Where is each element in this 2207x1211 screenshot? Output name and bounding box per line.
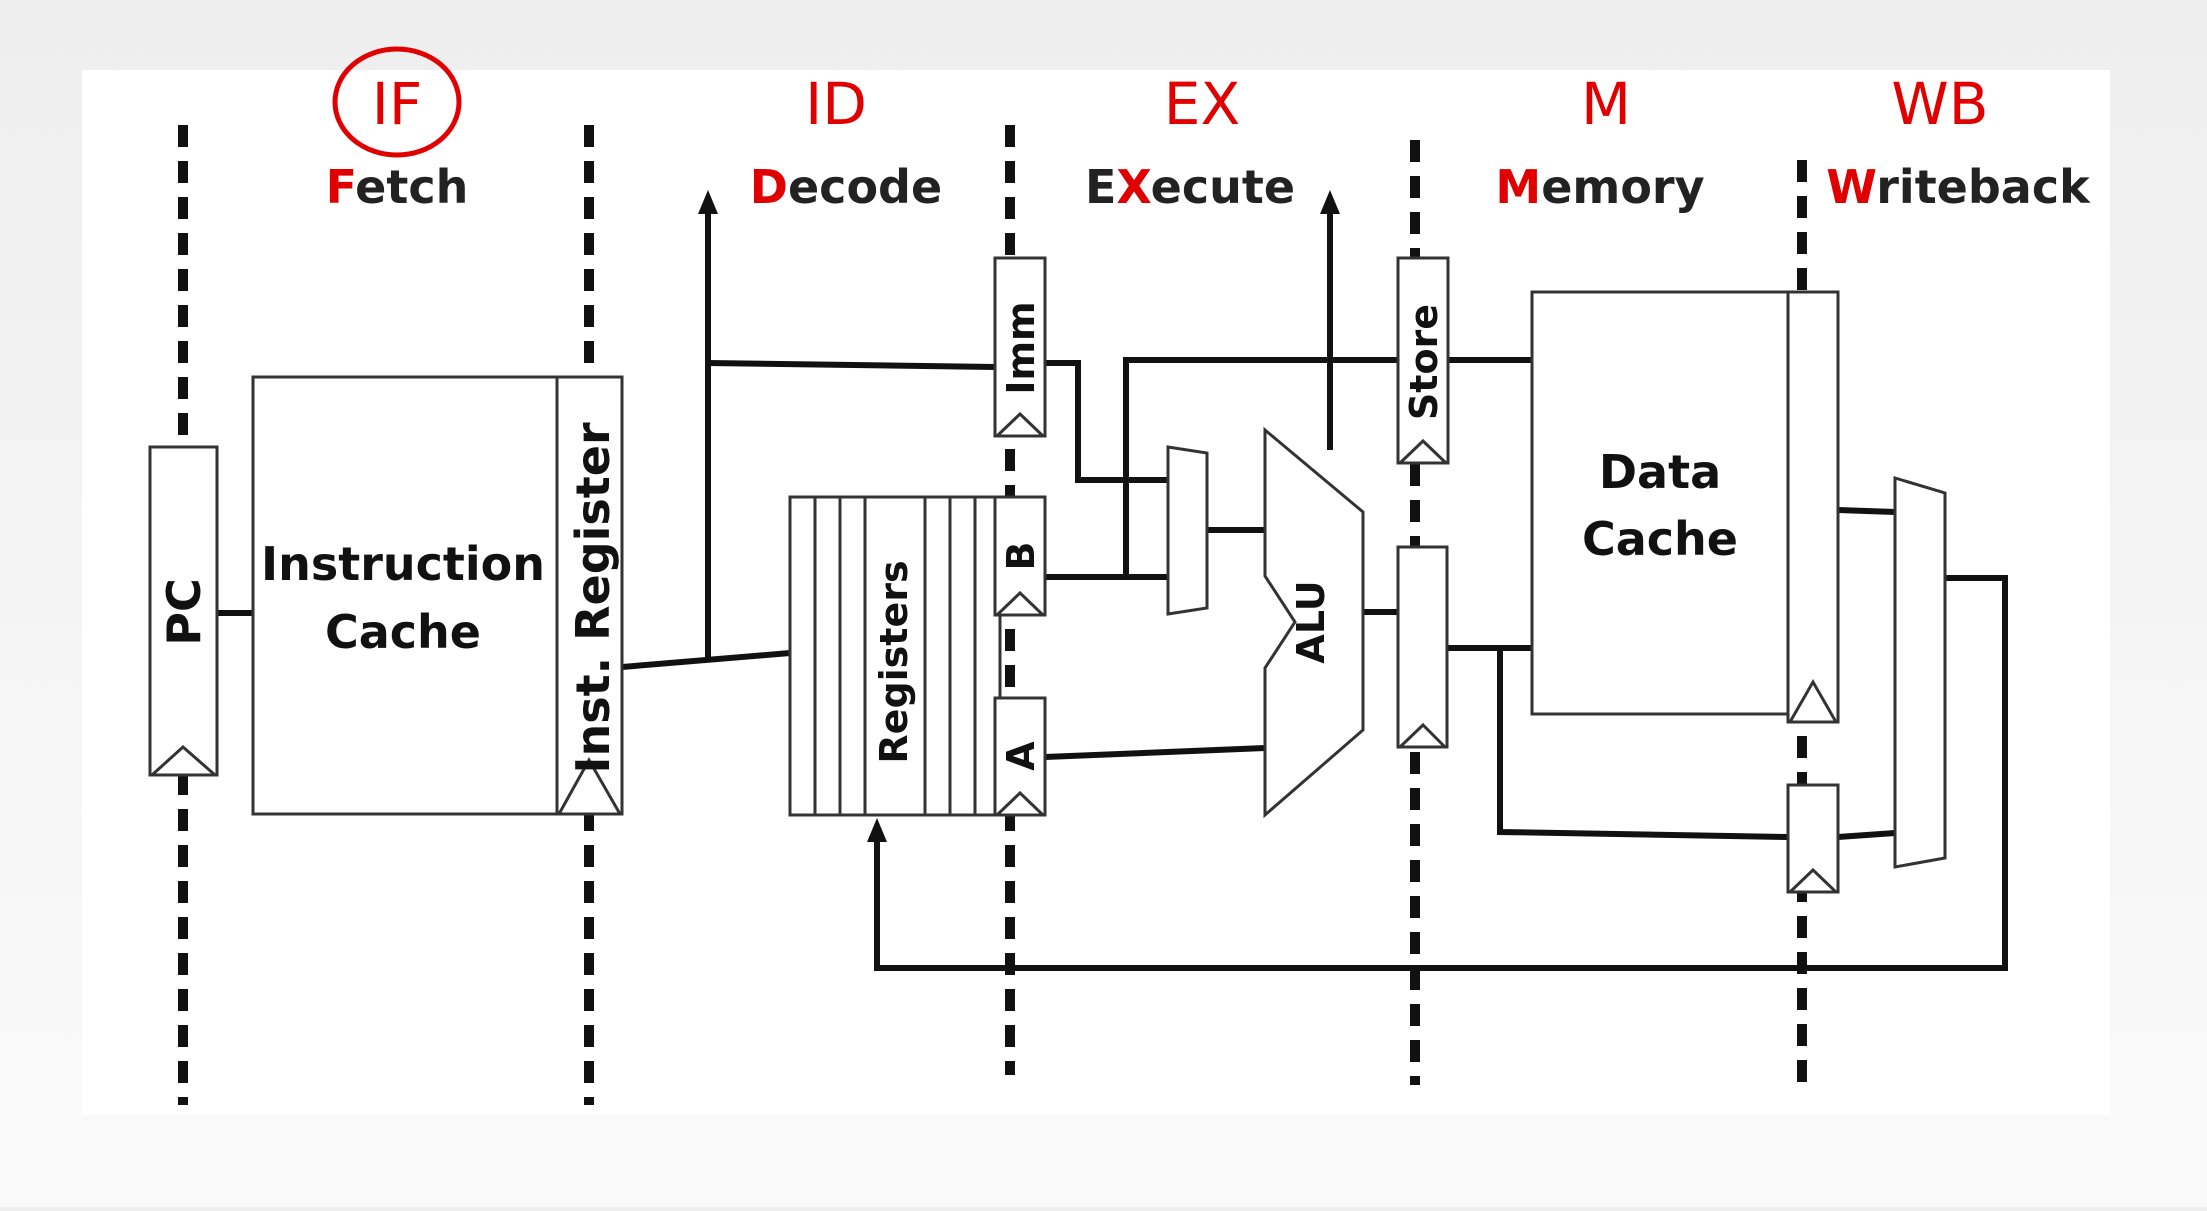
- wb-data-box: [1786, 290, 1840, 724]
- alu-result-latch: [1396, 545, 1449, 749]
- wire-a-alu: [1044, 745, 1266, 760]
- store-label: Store: [1402, 304, 1446, 420]
- clock-triangle-icon: [1398, 722, 1447, 749]
- store-box: [1396, 256, 1450, 465]
- stage-name: Writeback: [1826, 160, 2091, 214]
- dcache-label-line1: Data: [1599, 445, 1721, 499]
- dcache-label-line2: Cache: [1582, 512, 1738, 566]
- alu: ALU: [1263, 426, 1365, 819]
- stage-name: Decode: [750, 160, 942, 214]
- wire-dcache-mux: [1837, 507, 1896, 515]
- pc-label: PC: [157, 578, 211, 645]
- wire-latch-mux: [1837, 830, 1896, 840]
- clock-triangle-icon: [1788, 678, 1838, 723]
- stage-ex: EX EXecute: [1085, 70, 1295, 214]
- clock-triangle-icon: [995, 790, 1045, 817]
- ir-box: [555, 375, 624, 816]
- pc-box: [148, 445, 219, 777]
- instruction-register: Inst. Register: [555, 375, 624, 816]
- datapath-wires: [217, 190, 2008, 971]
- clock-triangle-icon: [1398, 438, 1448, 465]
- stage-id: ID Decode: [750, 70, 942, 214]
- instruction-cache: Instruction Cache: [251, 375, 559, 816]
- clock-triangle-icon: [557, 756, 622, 815]
- a-label: A: [999, 741, 1043, 771]
- if-circle-annotation: [332, 46, 462, 158]
- ir-label: Inst. Register: [566, 422, 620, 774]
- stage-abbr: EX: [1164, 70, 1240, 138]
- alu-shape: [1263, 426, 1365, 819]
- ex-operand-mux: [1166, 445, 1209, 616]
- a-latch: A: [993, 696, 1047, 817]
- stage-abbr: IF: [372, 70, 422, 138]
- store-latch: Store: [1396, 256, 1450, 465]
- wb-bypass-box: [1786, 783, 1840, 894]
- stage-abbr: WB: [1891, 70, 1988, 138]
- wb-mux: [1893, 475, 1947, 869]
- registers-label: Registers: [872, 560, 916, 763]
- dcache-box: [1530, 290, 1790, 716]
- imm-label: Imm: [999, 301, 1043, 394]
- b-label: B: [999, 542, 1043, 571]
- icache-label-line1: Instruction: [261, 537, 545, 591]
- stage-m: M Memory: [1495, 70, 1704, 214]
- b-latch: B: [993, 495, 1047, 617]
- alu-result-box: [1396, 545, 1449, 749]
- clock-triangle-icon: [995, 411, 1045, 438]
- arrow-up-icon: [1320, 190, 1340, 214]
- imm-latch: Imm: [993, 256, 1047, 438]
- clock-triangle-icon: [995, 590, 1045, 617]
- data-cache: Data Cache: [1530, 290, 1790, 716]
- icache-label-line2: Cache: [325, 605, 481, 659]
- wb-data-latch: [1786, 290, 1840, 724]
- clock-triangle-icon: [150, 744, 216, 777]
- a-box: [993, 696, 1047, 817]
- wire-to-imm: [707, 360, 996, 370]
- arrow-up-icon: [698, 190, 718, 214]
- alu-label: ALU: [1289, 580, 1333, 663]
- stage-name: Memory: [1495, 160, 1704, 214]
- imm-box: [993, 256, 1047, 438]
- arrow-up-icon: [867, 818, 887, 842]
- wire-bypass-wb: [1497, 648, 1788, 840]
- stage-abbr: M: [1581, 70, 1631, 138]
- stage-if: IF Fetch: [326, 46, 469, 214]
- stage-wb: WB Writeback: [1826, 70, 2091, 214]
- clock-triangle-icon: [1788, 867, 1838, 894]
- pc-register: PC: [148, 445, 219, 777]
- wb-bypass-latch: [1786, 783, 1840, 894]
- wire-writeback-loop: [874, 575, 2008, 971]
- stage-name: EXecute: [1085, 160, 1295, 214]
- icache-box: [251, 375, 559, 816]
- stage-abbr: ID: [805, 70, 867, 138]
- stage-name: Fetch: [326, 160, 469, 214]
- b-box: [993, 495, 1047, 617]
- register-file: Registers: [788, 495, 1002, 817]
